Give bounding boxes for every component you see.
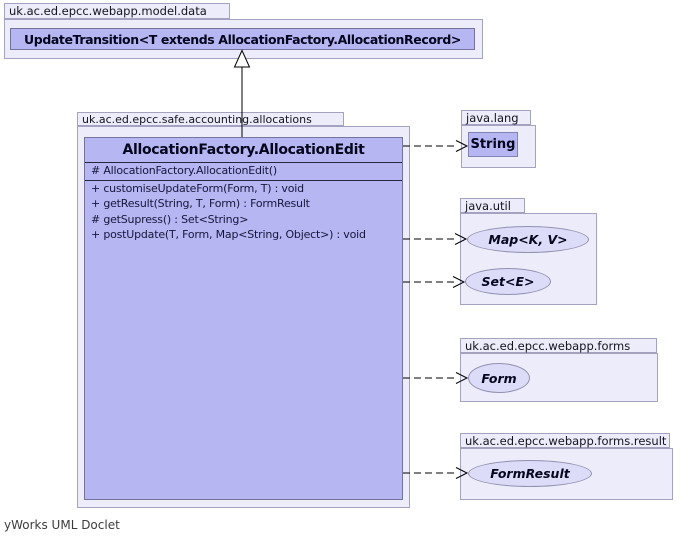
interface-node-form[interactable]: Form [468,363,530,393]
method-row[interactable]: + postUpdate(T, Form, Map<String, Object… [91,228,366,241]
interface-node-map[interactable]: Map<K, V> [467,226,589,253]
package-tab-model-data: uk.ac.ed.epcc.webapp.model.data [4,3,230,19]
package-tab-java-util: java.util [460,198,525,213]
interface-node-set[interactable]: Set<E> [465,268,551,295]
class-title-allocation-edit: AllocationFactory.AllocationEdit [122,142,365,158]
package-tab-forms-result: uk.ac.ed.epcc.webapp.forms.result [460,433,670,448]
method-row[interactable]: + getResult(String, T, Form) : FormResul… [91,197,310,210]
constructor-row[interactable]: # AllocationFactory.AllocationEdit() [91,164,277,177]
class-node-allocation-edit[interactable]: AllocationFactory.AllocationEdit # Alloc… [84,137,403,500]
class-node-update-transition[interactable]: UpdateTransition<T extends AllocationFac… [10,28,475,50]
method-row[interactable]: # getSupress() : Set<String> [91,212,249,226]
package-tab-forms: uk.ac.ed.epcc.webapp.forms [460,338,657,353]
package-tab-allocations: uk.ac.ed.epcc.safe.accounting.allocation… [77,112,344,126]
class-title-update-transition: UpdateTransition<T extends AllocationFac… [24,32,461,47]
package-tab-java-lang: java.lang [461,110,531,125]
method-row[interactable]: + customiseUpdateForm(Form, T) : void [91,181,304,195]
interface-node-form-result[interactable]: FormResult [468,460,592,487]
generator-label: yWorks UML Doclet [4,518,120,532]
class-node-string[interactable]: String [468,132,518,157]
